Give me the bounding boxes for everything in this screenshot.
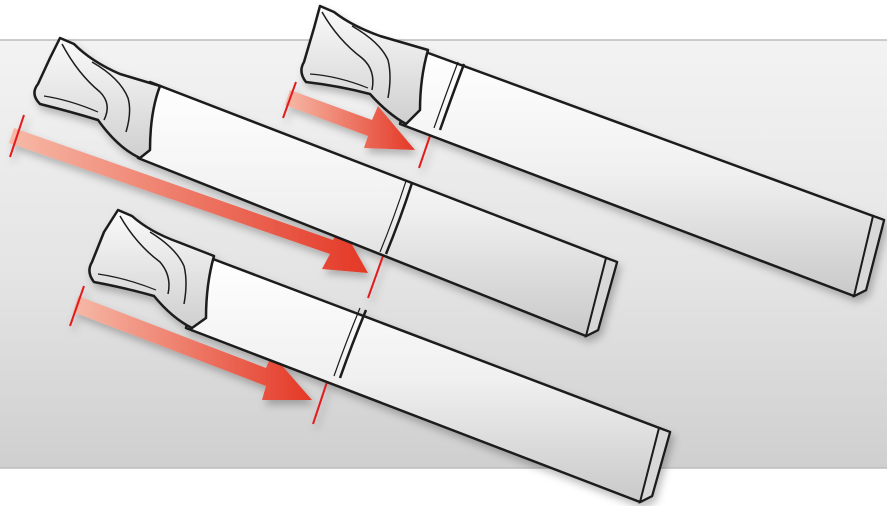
- shank-end-upper: [852, 214, 886, 298]
- end-marker-long: [367, 255, 384, 299]
- start-marker-long: [9, 114, 25, 158]
- length-arrow-long: [9, 128, 368, 273]
- flute-head-long: [33, 36, 162, 160]
- start-marker-lower: [69, 285, 85, 327]
- joint-line-lower: [338, 309, 368, 379]
- shank-end-long: [584, 256, 619, 338]
- shank-end-lower: [638, 426, 672, 504]
- flute-head-upper: [300, 4, 430, 126]
- end-marker-lower: [312, 381, 328, 425]
- joint-line-upper: [438, 63, 466, 131]
- length-arrow-lower: [73, 296, 312, 400]
- end-mill-upper: [282, 4, 886, 298]
- end-mill-lower: [69, 208, 672, 504]
- start-marker-upper: [282, 81, 297, 119]
- joint-line-long: [384, 182, 414, 255]
- end-mill-long: [9, 36, 619, 338]
- flute-head-lower: [88, 208, 216, 330]
- length-arrow-upper: [285, 90, 415, 150]
